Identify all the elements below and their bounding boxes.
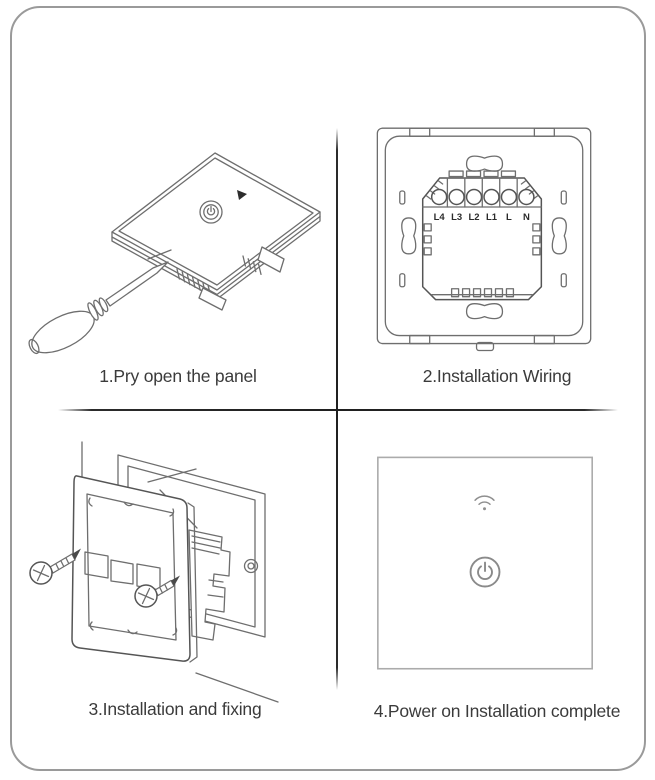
power-button-icon xyxy=(469,556,501,588)
switch-back-plate xyxy=(376,127,592,352)
screwdriver xyxy=(28,261,169,355)
mounting-frame xyxy=(71,475,198,663)
terminal-label-l2: L2 xyxy=(469,212,480,223)
step2-illustration: L4 L3 L2 L1 L N xyxy=(327,0,654,390)
front-touch-panel xyxy=(377,456,593,670)
terminal-labels: L4 L3 L2 L1 L N xyxy=(434,212,530,223)
step4-illustration xyxy=(327,390,654,780)
rear-wiring-drawing: L4 L3 L2 L1 L N xyxy=(376,127,592,352)
wall-base-line xyxy=(195,672,279,703)
touch-panel-isometric xyxy=(111,152,321,311)
step2-caption: 2.Installation Wiring xyxy=(422,366,572,386)
terminal-label-l3: L3 xyxy=(451,212,462,223)
module-bottom-slots xyxy=(450,288,515,298)
step3-illustration xyxy=(0,390,327,780)
terminal-label-l4: L4 xyxy=(434,212,446,223)
step1-illustration xyxy=(0,0,327,390)
panel-clip-teeth xyxy=(176,246,285,311)
power-icon xyxy=(199,200,223,224)
horizontal-divider xyxy=(58,409,618,411)
fixing-drawing xyxy=(29,441,279,703)
module-side-slots xyxy=(423,223,541,256)
switch-mechanism xyxy=(188,529,231,641)
screw-bottom xyxy=(134,575,180,608)
wifi-icon xyxy=(474,495,495,511)
terminal-label-l1: L1 xyxy=(486,212,497,223)
terminal-label-n: N xyxy=(523,212,530,223)
terminal-screws xyxy=(430,188,535,206)
terminal-label-l: L xyxy=(506,212,512,223)
pry-open-panel-drawing xyxy=(28,152,321,355)
vertical-divider xyxy=(336,128,338,690)
step3-caption: 3.Installation and fixing xyxy=(88,699,262,719)
step1-caption: 1.Pry open the panel xyxy=(99,366,257,386)
powered-panel-drawing xyxy=(377,456,593,670)
screw-top xyxy=(29,548,81,585)
wifi-indicator-icon xyxy=(237,190,247,200)
step4-caption: 4.Power on Installation complete xyxy=(373,701,621,721)
terminal-block: L4 L3 L2 L1 L N xyxy=(421,170,543,301)
